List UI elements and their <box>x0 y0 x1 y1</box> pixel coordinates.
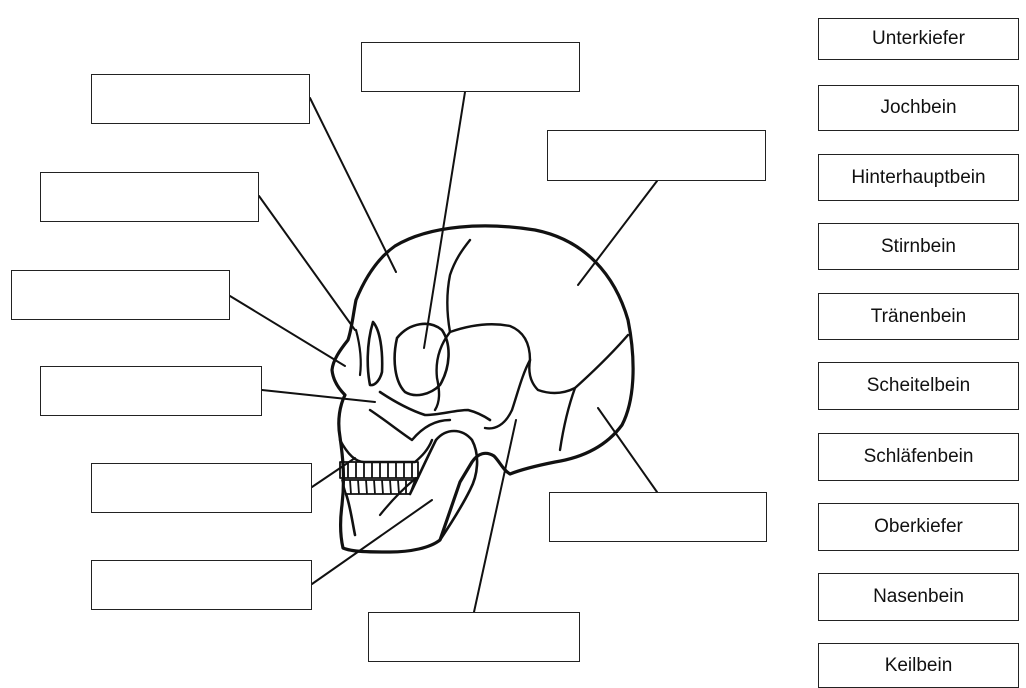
label-box-left-2[interactable] <box>11 270 230 320</box>
word-bank-item[interactable]: Scheitelbein <box>818 362 1019 410</box>
label-box-top-center[interactable] <box>361 42 580 92</box>
label-box-left-5[interactable] <box>91 560 312 610</box>
label-box-right-lower[interactable] <box>549 492 767 542</box>
coronal-suture <box>447 240 470 332</box>
zygomatic-arch <box>380 392 490 420</box>
label-box-left-3[interactable] <box>40 366 262 416</box>
word-bank-item[interactable]: Schläfenbein <box>818 433 1019 481</box>
label-box-top-right[interactable] <box>547 130 766 181</box>
nasal-bone-line <box>356 330 361 375</box>
word-bank-item[interactable]: Unterkiefer <box>818 18 1019 60</box>
teeth-lower <box>342 480 415 494</box>
label-box-left-4[interactable] <box>91 463 312 513</box>
temporal-process <box>485 360 530 428</box>
word-bank-item[interactable]: Nasenbein <box>818 573 1019 621</box>
orbit <box>395 324 449 395</box>
squamous-suture <box>450 324 628 393</box>
word-bank-item[interactable]: Jochbein <box>818 85 1019 131</box>
word-bank-item[interactable]: Tränenbein <box>818 293 1019 340</box>
label-box-left-1[interactable] <box>40 172 259 222</box>
word-bank-item[interactable]: Oberkiefer <box>818 503 1019 551</box>
nasal-cavity <box>368 322 382 385</box>
word-bank-item[interactable]: Keilbein <box>818 643 1019 688</box>
teeth-upper <box>340 462 418 478</box>
lambdoid-suture <box>560 388 575 450</box>
word-bank-item[interactable]: Stirnbein <box>818 223 1019 270</box>
word-bank-item[interactable]: Hinterhauptbein <box>818 154 1019 201</box>
label-box-top-left[interactable] <box>91 74 310 124</box>
label-box-bottom-center[interactable] <box>368 612 580 662</box>
